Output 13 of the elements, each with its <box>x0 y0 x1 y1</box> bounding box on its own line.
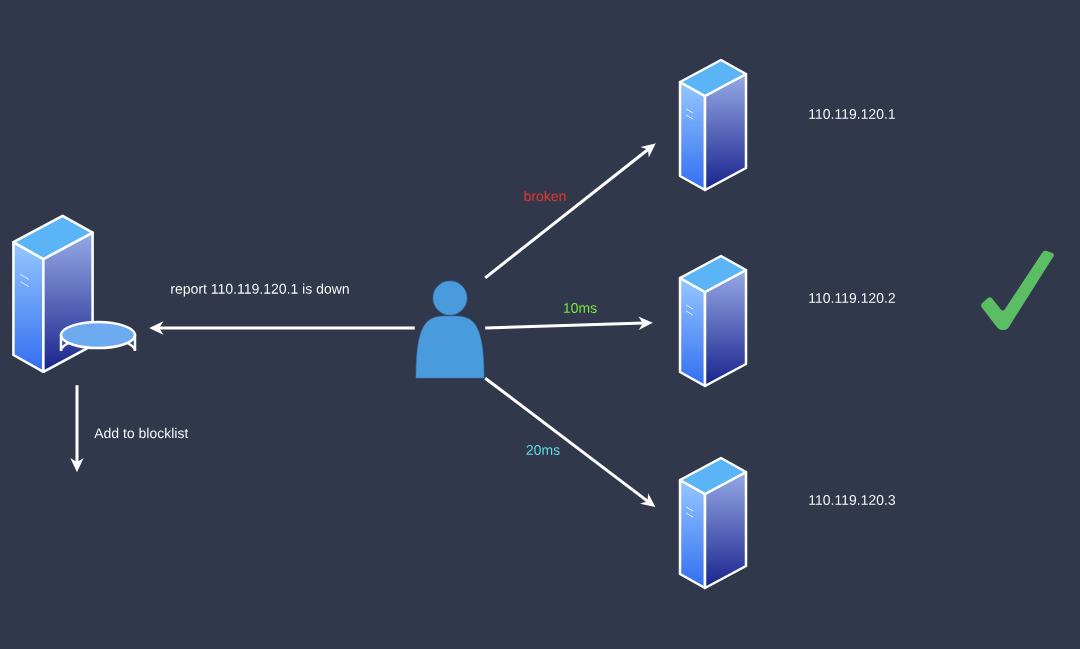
server-drawing <box>678 456 748 590</box>
edge-label: Add to blocklist <box>94 427 189 439</box>
ip-address-label: 110.119.120.3 <box>809 495 896 505</box>
edge-label: broken <box>524 190 566 202</box>
server-drawing <box>678 254 748 388</box>
person-icon <box>415 280 485 379</box>
edge-label: report 110.119.120.1 is down <box>171 283 349 297</box>
ip-address-label: 110.119.120.1 <box>809 109 895 119</box>
server-database-drawing <box>12 214 137 374</box>
server-drawing <box>678 58 748 192</box>
edge-label: 20ms <box>526 445 560 455</box>
ip-address-label: 110.119.120.2 <box>809 293 895 303</box>
edge-label: 10ms <box>563 303 597 313</box>
